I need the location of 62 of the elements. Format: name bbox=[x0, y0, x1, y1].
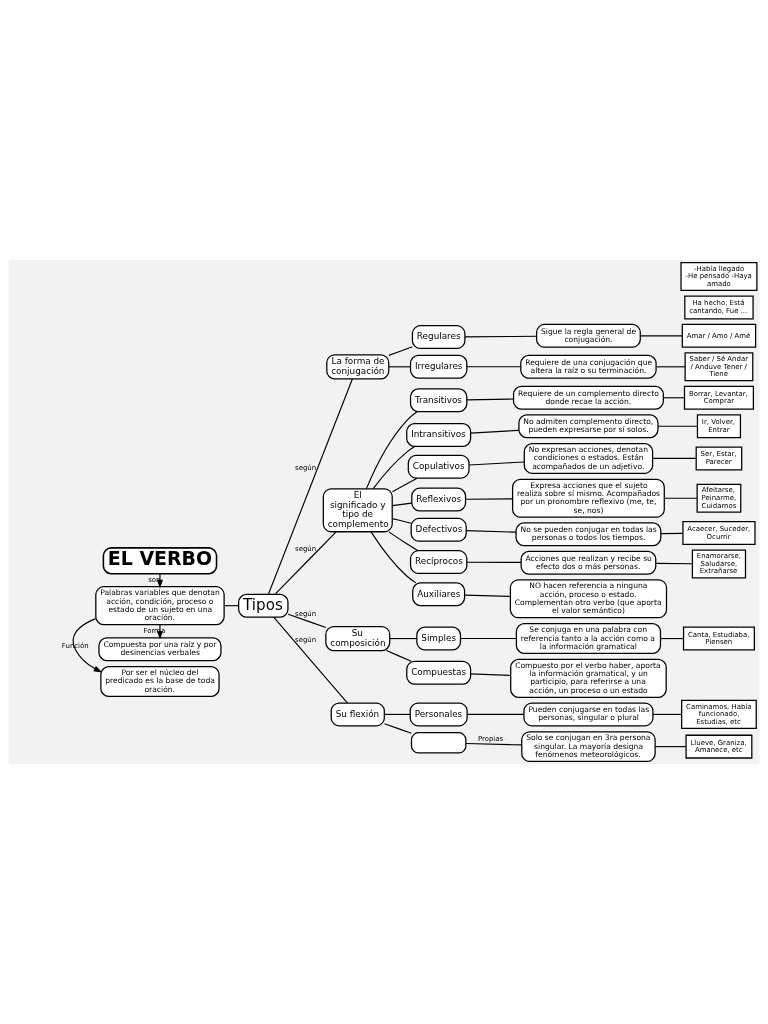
connector bbox=[365, 411, 418, 490]
connector bbox=[652, 713, 683, 715]
node-box: Transitivos bbox=[409, 388, 468, 413]
node-box: Su composición bbox=[325, 625, 391, 652]
node-box: Tipos bbox=[238, 593, 289, 618]
node-box: Auxiliares bbox=[412, 582, 466, 607]
node-box: Compuestas bbox=[406, 660, 472, 685]
node-box: Irregulares bbox=[409, 354, 468, 379]
connector bbox=[465, 742, 523, 746]
node-box: Personales bbox=[409, 702, 468, 727]
connector bbox=[274, 531, 337, 595]
connector bbox=[663, 497, 698, 499]
node-box: Defectivos bbox=[410, 517, 467, 542]
connector bbox=[639, 335, 683, 337]
node-box: Simples bbox=[416, 626, 462, 651]
connector bbox=[654, 746, 687, 748]
connector bbox=[466, 366, 522, 368]
node-box: Regulares bbox=[411, 325, 466, 350]
connector bbox=[662, 397, 686, 399]
connector bbox=[465, 498, 514, 500]
connector bbox=[660, 532, 684, 535]
connector bbox=[657, 425, 698, 427]
connector bbox=[273, 616, 348, 704]
connector bbox=[464, 335, 538, 338]
connector bbox=[466, 398, 514, 401]
connector bbox=[370, 531, 417, 584]
connector bbox=[391, 518, 412, 524]
connector bbox=[267, 378, 353, 595]
arrow bbox=[72, 618, 103, 673]
connector bbox=[223, 605, 240, 607]
connector bbox=[388, 366, 411, 368]
connector bbox=[391, 477, 418, 493]
node-box: Recíprocos bbox=[409, 550, 468, 575]
node-box bbox=[410, 732, 467, 754]
connector bbox=[460, 637, 517, 640]
node-box: EL VERBO bbox=[102, 547, 218, 575]
connector bbox=[388, 531, 419, 552]
connector bbox=[372, 445, 416, 490]
connector bbox=[388, 346, 413, 356]
connector bbox=[389, 637, 418, 640]
connector bbox=[383, 713, 411, 715]
connector bbox=[383, 723, 412, 734]
node-box: La forma de conjugación bbox=[326, 354, 390, 380]
connector bbox=[652, 457, 697, 459]
node-box: Copulativos bbox=[407, 454, 470, 479]
connector bbox=[655, 562, 693, 565]
connector bbox=[466, 713, 525, 715]
connector bbox=[464, 594, 511, 597]
connector bbox=[391, 502, 413, 507]
node-box: Intransitivos bbox=[406, 423, 472, 448]
connector bbox=[385, 650, 412, 662]
connector bbox=[465, 530, 517, 533]
node-box: Su flexión bbox=[330, 702, 385, 727]
connector bbox=[470, 673, 512, 676]
node-box: Reflexivos bbox=[411, 487, 467, 512]
node-box: El significado y tipo de complemento bbox=[322, 488, 393, 533]
connector bbox=[466, 561, 522, 563]
connector bbox=[470, 429, 520, 434]
connector bbox=[468, 461, 525, 466]
connector bbox=[287, 613, 327, 629]
connector bbox=[655, 366, 686, 368]
connector bbox=[659, 637, 684, 640]
